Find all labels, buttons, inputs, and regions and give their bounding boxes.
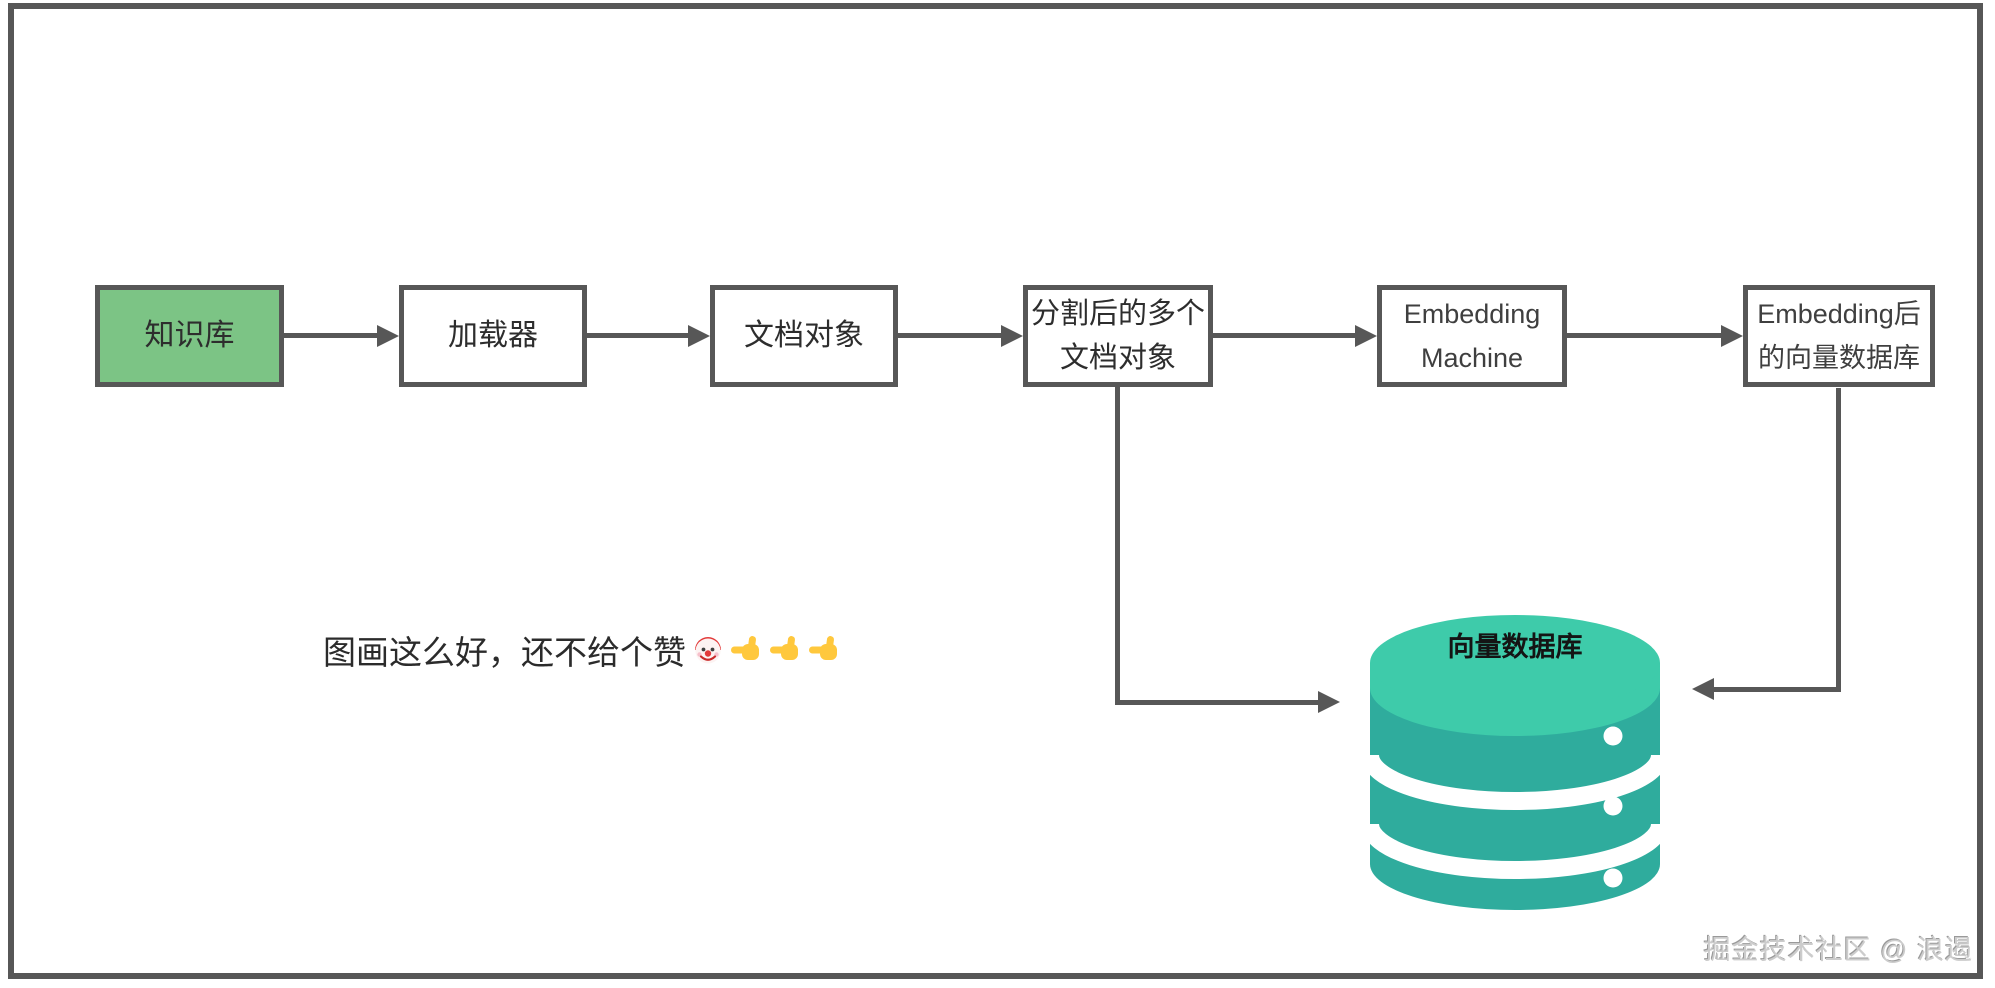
database-dot	[1603, 868, 1623, 888]
arrow-left-icon	[1692, 678, 1714, 700]
arrow-loader-to-document-line	[587, 333, 688, 338]
connector-embedded-to-db-vertical	[1836, 388, 1841, 692]
clown-face-icon	[695, 637, 721, 664]
watermark: 掘金技术社区 @ 浪遏	[1703, 935, 1973, 965]
node-label-line2: Machine	[1420, 343, 1524, 373]
node-label: 加载器	[448, 319, 538, 352]
vector-database-icon: 向量数据库	[1370, 615, 1660, 910]
arrow-split-to-embedding-line	[1213, 333, 1355, 338]
node-label-line1: 分割后的多个	[1030, 298, 1205, 330]
arrow-right-icon	[1355, 325, 1377, 347]
node-label-line1: Embedding后	[1757, 299, 1921, 329]
connector-embedded-to-db-horizontal	[1714, 687, 1841, 692]
node-loader: 加载器	[399, 285, 587, 387]
database-separators	[1370, 754, 1660, 879]
note-text: 图画这么好，还不给个赞	[323, 634, 686, 671]
node-embedding-machine: Embedding Machine	[1377, 285, 1567, 387]
arrow-document-to-split-line	[898, 333, 1001, 338]
arrow-right-icon	[1721, 325, 1743, 347]
database-label: 向量数据库	[1448, 631, 1583, 662]
node-label-line1: Embedding	[1403, 299, 1541, 329]
point-left-icon	[770, 636, 798, 660]
node-embedded-vector-db: Embedding后 的向量数据库	[1743, 285, 1935, 387]
database-dot	[1603, 796, 1623, 816]
node-label: 知识库	[144, 319, 235, 352]
arrow-right-icon	[1001, 325, 1023, 347]
point-left-icon	[809, 636, 837, 660]
node-split-documents: 分割后的多个 文档对象	[1023, 285, 1213, 387]
diagram-frame	[8, 3, 1983, 979]
connector-split-to-db-vertical	[1115, 387, 1120, 705]
connector-split-to-db-horizontal	[1115, 700, 1318, 705]
node-knowledge-base: 知识库	[95, 285, 284, 387]
point-left-icon	[731, 636, 759, 660]
arrow-right-icon	[688, 325, 710, 347]
database-dot	[1603, 726, 1623, 746]
database-cap-top	[1370, 615, 1660, 711]
node-label-line2: 文档对象	[1059, 342, 1176, 374]
arrow-embedding-to-vectordb-line	[1567, 333, 1721, 338]
node-label: 文档对象	[744, 319, 864, 352]
arrow-knowledge-to-loader-line	[284, 333, 377, 338]
note: 图画这么好，还不给个赞	[323, 626, 842, 674]
node-document-object: 文档对象	[710, 285, 898, 387]
node-label-line2: 的向量数据库	[1758, 343, 1920, 373]
arrow-right-icon	[1318, 691, 1340, 713]
arrow-right-icon	[377, 325, 399, 347]
